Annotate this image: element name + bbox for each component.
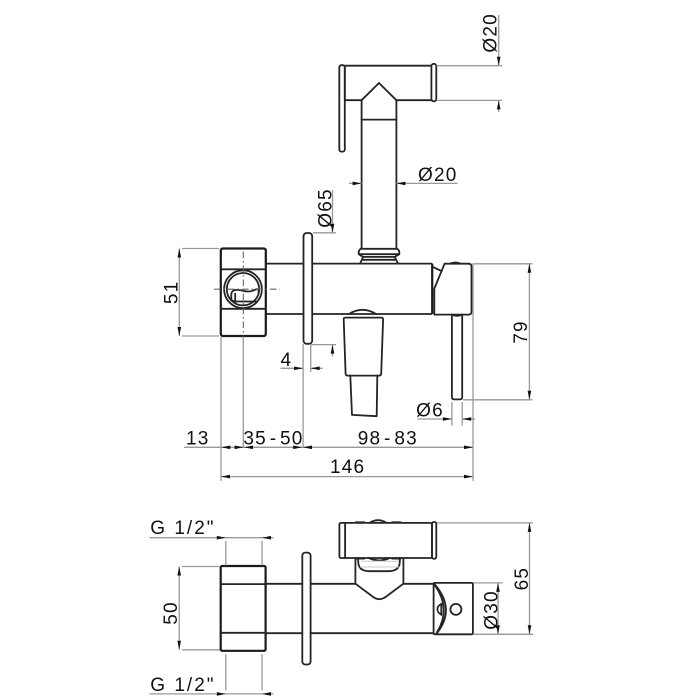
svg-text:146: 146 bbox=[330, 457, 365, 478]
svg-text:Ø30: Ø30 bbox=[482, 590, 503, 630]
svg-text:G 1/2": G 1/2" bbox=[150, 518, 215, 539]
svg-text:79: 79 bbox=[511, 320, 532, 344]
svg-text:Ø20: Ø20 bbox=[418, 165, 458, 186]
svg-text:4: 4 bbox=[281, 350, 293, 371]
svg-text:35 - 50: 35 - 50 bbox=[243, 428, 303, 449]
svg-text:Ø65: Ø65 bbox=[316, 188, 337, 228]
svg-text:51: 51 bbox=[162, 281, 183, 305]
svg-text:65: 65 bbox=[512, 567, 533, 591]
svg-text:13: 13 bbox=[186, 428, 210, 449]
svg-text:G 1/2": G 1/2" bbox=[150, 675, 215, 696]
svg-text:Ø20: Ø20 bbox=[481, 13, 502, 53]
svg-text:98 - 83: 98 - 83 bbox=[358, 428, 418, 449]
svg-text:50: 50 bbox=[161, 601, 182, 625]
svg-text:Ø6: Ø6 bbox=[416, 401, 444, 422]
